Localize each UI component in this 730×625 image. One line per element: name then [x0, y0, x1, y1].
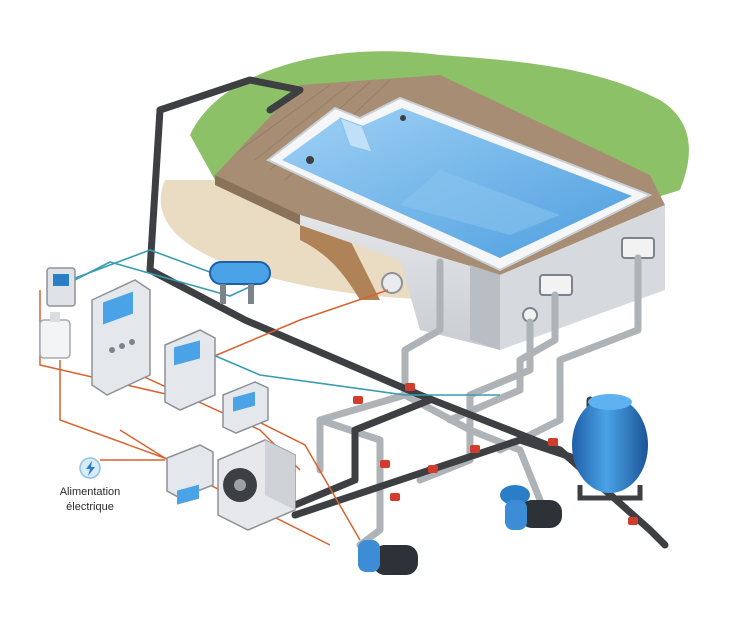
pool-side-wall	[300, 215, 500, 350]
pool-wall-relief	[470, 265, 500, 350]
controller-small-1	[222, 381, 269, 434]
heat-pump	[217, 439, 296, 531]
uv-sterilizer	[209, 261, 271, 304]
skimmers	[522, 237, 655, 323]
power-bolt-icon	[79, 457, 101, 479]
dosing-pump	[39, 267, 76, 359]
pool-steps	[339, 117, 373, 153]
power-supply-label-line1: Alimentation	[59, 486, 121, 498]
wall-light	[381, 272, 403, 294]
filtration-pump	[500, 485, 562, 530]
auxiliary-pump	[358, 540, 418, 575]
inlet-nozzle	[306, 156, 314, 164]
controller-heat	[164, 329, 216, 411]
inlet-nozzle-2	[400, 115, 406, 121]
pool-basin	[266, 96, 665, 350]
sand-filter	[572, 394, 648, 501]
controller-small-2	[166, 444, 214, 505]
power-supply-label-line2: électrique	[66, 501, 114, 513]
pool-shallow-floor	[400, 170, 560, 235]
valves	[353, 383, 638, 525]
main-control-panel	[91, 279, 151, 396]
excavation-edge	[300, 215, 380, 300]
power-supply-label: Alimentation électrique	[40, 485, 140, 515]
